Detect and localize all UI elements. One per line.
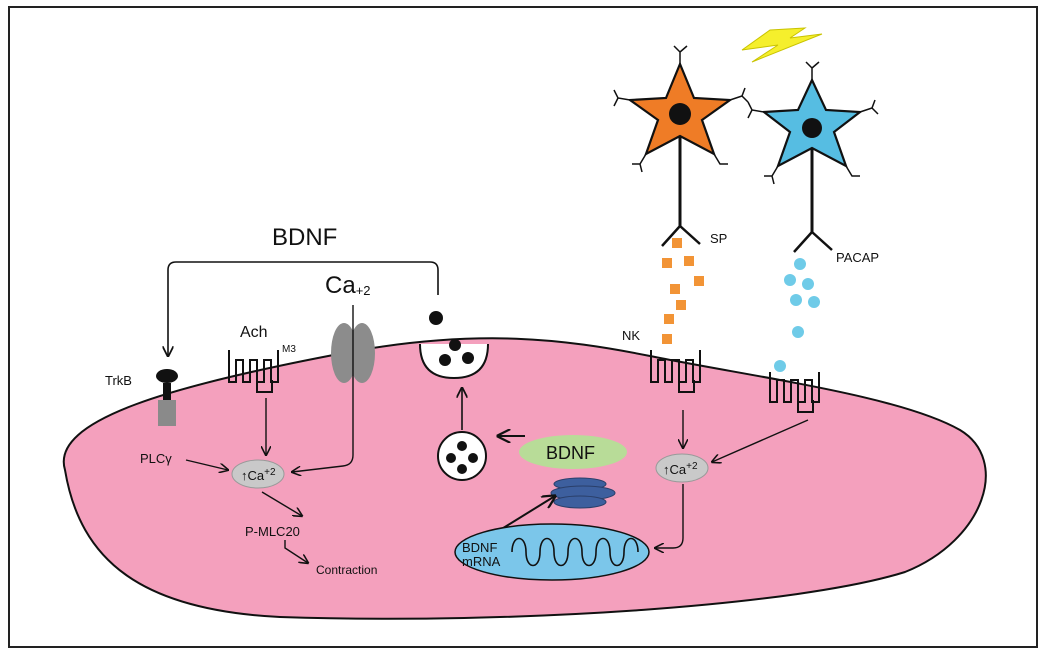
calcium-channel <box>331 323 375 383</box>
plc-gamma-label: PLCγ <box>140 451 172 466</box>
sp-particles <box>662 238 704 344</box>
sp-neuron <box>613 45 749 247</box>
pacap-neuron <box>747 61 879 253</box>
calcium-rise-right <box>655 453 709 483</box>
mlc-to-contraction-arrow <box>284 540 308 563</box>
ca-to-mrna-arrow <box>655 484 684 548</box>
bdnf-mrna <box>454 523 650 581</box>
bdnf-center-label: BDNF <box>546 443 595 463</box>
plc-to-ca-arrow <box>185 459 228 470</box>
trkb-label: TrkB <box>105 373 132 388</box>
m3-receptor <box>228 350 279 393</box>
pacap-receptor <box>769 372 820 413</box>
membrane-vesicle <box>419 311 489 380</box>
pacap-particles <box>774 258 820 372</box>
intracellular-vesicle <box>437 431 487 481</box>
pacap-to-ca-arrow <box>712 419 809 462</box>
nk-label: NK <box>622 328 640 343</box>
lightning-icon <box>741 27 823 63</box>
pacap-label: PACAP <box>836 250 879 265</box>
contraction-label: Contraction <box>316 563 377 577</box>
m3-label: M3 <box>282 344 296 355</box>
calcium-label: Ca+2 <box>325 272 371 299</box>
sp-label: SP <box>710 231 727 246</box>
calcium-rise-left <box>231 459 285 489</box>
mrna-to-ribosome-arrow <box>499 496 555 531</box>
bdnf-feedback-path <box>168 261 439 356</box>
bdnf-protein <box>519 435 627 469</box>
mrna-coil <box>511 537 639 567</box>
ribosome <box>550 477 616 509</box>
bdnf-top-label: BDNF <box>272 224 337 251</box>
nk-receptor <box>650 350 701 393</box>
calcium-influx-arrow <box>292 305 354 472</box>
ca-to-mlc-arrow <box>261 491 302 516</box>
trkb-receptor <box>156 369 178 426</box>
p-mlc20-label: P-MLC20 <box>245 524 300 539</box>
bdnf-mrna-label-1: BDNF <box>462 540 497 555</box>
ach-label: Ach <box>240 324 268 341</box>
bdnf-mrna-label-2: mRNA <box>462 554 501 569</box>
